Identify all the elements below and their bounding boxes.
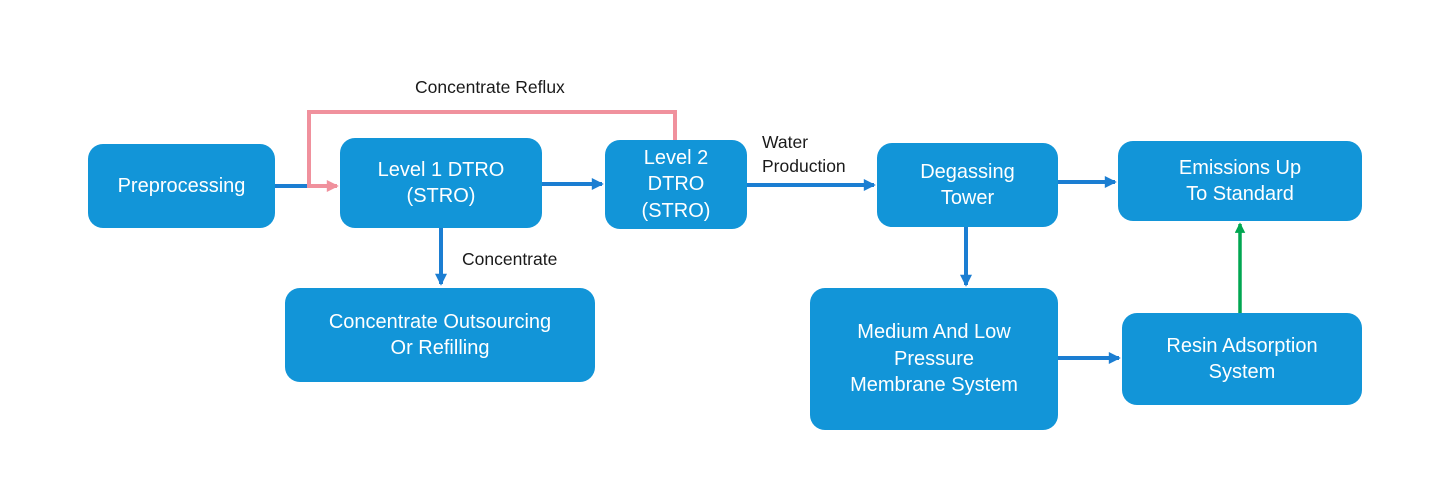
node-resin-adsorption: Resin Adsorption System: [1122, 313, 1362, 405]
edge-label-water-production: Water Production: [762, 132, 846, 176]
edge-label-concentrate: Concentrate: [462, 249, 558, 269]
node-preprocessing: Preprocessing: [88, 144, 275, 228]
node-emissions-label: Emissions Up To Standard: [1178, 156, 1302, 205]
node-level2-dtro: Level 2 DTRO (STRO): [605, 140, 747, 229]
node-preprocessing-label: Preprocessing: [117, 174, 246, 197]
node-degassing-tower: Degassing Tower: [877, 143, 1058, 227]
node-membrane-system: Medium And Low Pressure Membrane System: [810, 288, 1058, 430]
node-emissions-up-to-standard: Emissions Up To Standard: [1118, 141, 1362, 221]
node-level1-dtro-label: Level 1 DTRO (STRO): [377, 158, 505, 207]
node-level2-dtro-label: Level 2 DTRO (STRO): [641, 146, 711, 222]
node-degassing-tower-label: Degassing Tower: [920, 160, 1015, 209]
node-membrane-system-label: Medium And Low Pressure Membrane System: [850, 321, 1018, 397]
node-level1-dtro: Level 1 DTRO (STRO): [340, 138, 542, 228]
node-concentrate-outsourcing-label: Concentrate Outsourcing Or Refilling: [328, 310, 552, 359]
node-concentrate-outsourcing: Concentrate Outsourcing Or Refilling: [285, 288, 595, 382]
node-resin-adsorption-label: Resin Adsorption System: [1166, 334, 1318, 383]
edge-label-concentrate-reflux: Concentrate Reflux: [415, 77, 565, 97]
